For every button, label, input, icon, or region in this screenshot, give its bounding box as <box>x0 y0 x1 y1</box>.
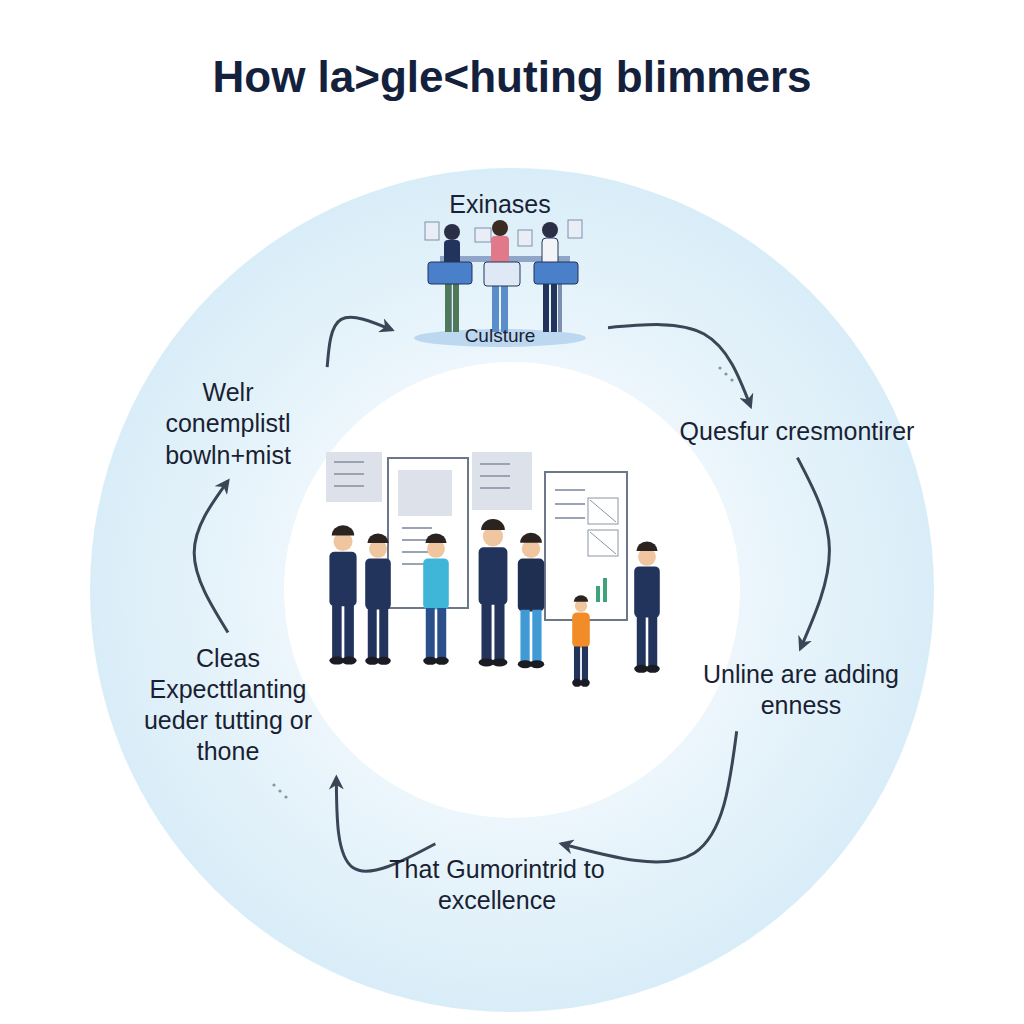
cycle-step: Quesfur cresmontirer <box>672 414 922 449</box>
cycle-arrow <box>797 458 829 649</box>
step-label: Quesfur cresmontirer <box>676 416 918 447</box>
cycle-step: That Gumorintrid to excellence <box>372 852 622 919</box>
cycle-arrow <box>327 317 392 367</box>
inner-circle <box>284 362 740 818</box>
diagram-title: How la>gle<huting blimmers <box>0 52 1024 102</box>
step-caption: Culsture <box>404 324 596 348</box>
step-label: Exinases <box>404 189 596 220</box>
cycle-step: Cleas Expecttlanting ueder tutting or th… <box>121 641 336 770</box>
step-label: Welr conemplistl bowln+mist <box>140 377 317 471</box>
step-label: That Gumorintrid to excellence <box>376 854 618 917</box>
step-label: Cleas Expecttlanting ueder tutting or th… <box>125 643 332 768</box>
dotted-marks <box>272 366 733 798</box>
cycle-arrow <box>608 325 751 407</box>
cycle-step: Welr conemplistl bowln+mist <box>136 375 321 473</box>
outer-ring <box>90 168 934 1012</box>
cycle-arrow <box>194 481 228 633</box>
step-label: Unline are adding enness <box>690 659 912 722</box>
illustration-space <box>404 220 596 324</box>
cycle-step: Unline are adding enness <box>686 657 916 724</box>
cycle-arrow <box>561 731 736 862</box>
group-illustration <box>326 452 660 687</box>
cycle-step: ExinasesCulsture <box>400 187 600 350</box>
